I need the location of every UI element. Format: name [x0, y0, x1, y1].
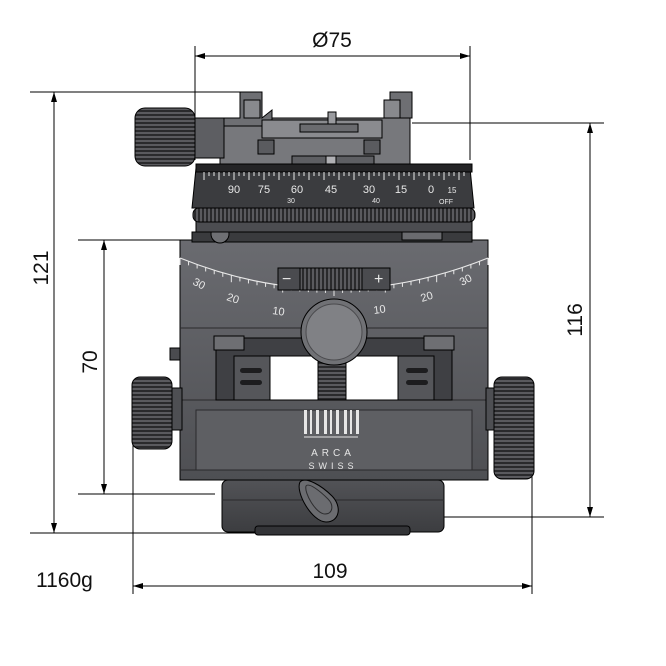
logo-bar — [310, 410, 312, 434]
dial-15-right: 15 — [448, 186, 457, 195]
logo-bar — [316, 410, 319, 434]
dimension-arrows — [51, 53, 593, 589]
lock-lever[interactable] — [298, 479, 339, 523]
weight-label: 1160g — [36, 569, 93, 592]
dimension-lines — [30, 46, 604, 594]
fine-adjust-wheel[interactable]: − + — [277, 267, 391, 291]
tilt-right-30: 30 — [458, 272, 474, 288]
dial-sub-40: 40 — [372, 198, 380, 205]
dim-body-height: 70 — [79, 350, 102, 373]
logo-bar — [324, 410, 327, 434]
dial-sub-30: 30 — [287, 198, 295, 205]
logo-bar — [350, 410, 352, 434]
right-knob[interactable] — [485, 376, 535, 480]
dim-base-width: 109 — [312, 560, 347, 583]
dial-off-label: OFF — [439, 199, 453, 206]
tilt-right-10: 10 — [373, 303, 387, 317]
dim-total-height: 121 — [30, 250, 53, 285]
dial-75: 75 — [258, 184, 270, 196]
tilt-left-20: 20 — [225, 291, 240, 306]
clamp-knob[interactable] — [134, 107, 225, 167]
panning-dial: 90 75 60 45 30 15 0 15 30 40 OFF — [191, 163, 476, 244]
brand-line-1: ARCA — [311, 448, 355, 459]
logo-bar — [356, 410, 359, 434]
dial-45: 45 — [325, 184, 337, 196]
dial-60: 60 — [291, 184, 303, 196]
arca-swiss-logo: ARCA SWISS — [304, 410, 359, 471]
dial-0: 0 — [428, 184, 434, 196]
logo-bar — [304, 410, 307, 434]
logo-bar — [330, 410, 332, 434]
tilt-left-30: 30 — [191, 276, 207, 292]
tilt-left-10: 10 — [272, 305, 286, 319]
logo-bar — [336, 410, 339, 434]
quick-release-clamp — [219, 91, 413, 165]
logo-bar — [344, 410, 347, 434]
left-knob[interactable] — [131, 376, 183, 450]
minus-sign: − — [282, 271, 291, 288]
dim-top-width: Ø75 — [312, 29, 352, 52]
dial-15: 15 — [395, 184, 407, 196]
center-lock-knob[interactable] — [300, 298, 368, 366]
tilt-right-20: 20 — [419, 290, 434, 305]
plus-sign: + — [374, 271, 383, 288]
brand-line-2: SWISS — [308, 461, 357, 471]
dim-right-height: 116 — [564, 303, 587, 336]
dial-90: 90 — [228, 184, 240, 196]
dial-30: 30 — [363, 184, 375, 196]
